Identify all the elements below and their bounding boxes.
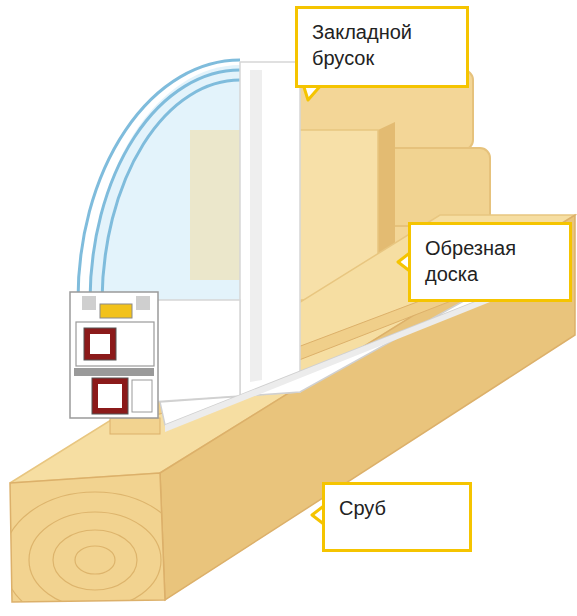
window-bottom-rail xyxy=(150,300,240,402)
edged-board-end xyxy=(110,418,160,434)
edged-board xyxy=(110,282,500,418)
window-sill-edge xyxy=(165,290,505,432)
pvc-profile xyxy=(70,292,158,418)
glass xyxy=(90,65,240,300)
callout-label: Закладной брусок xyxy=(312,19,452,71)
glass-pane xyxy=(78,60,240,300)
glass-pane xyxy=(90,70,240,300)
window-frame xyxy=(240,62,300,396)
window-frame-shade xyxy=(250,70,262,382)
glass-reflection xyxy=(190,130,240,280)
log-rings xyxy=(3,492,187,616)
callout-box: Закладной брусок xyxy=(295,6,469,88)
callout-label: Обрезная доска xyxy=(425,235,555,287)
callout-label: Сруб xyxy=(339,495,455,521)
callout-box: Обрезная доска xyxy=(408,222,572,302)
glass-pane xyxy=(102,80,240,300)
callout-box: Сруб xyxy=(322,482,472,552)
